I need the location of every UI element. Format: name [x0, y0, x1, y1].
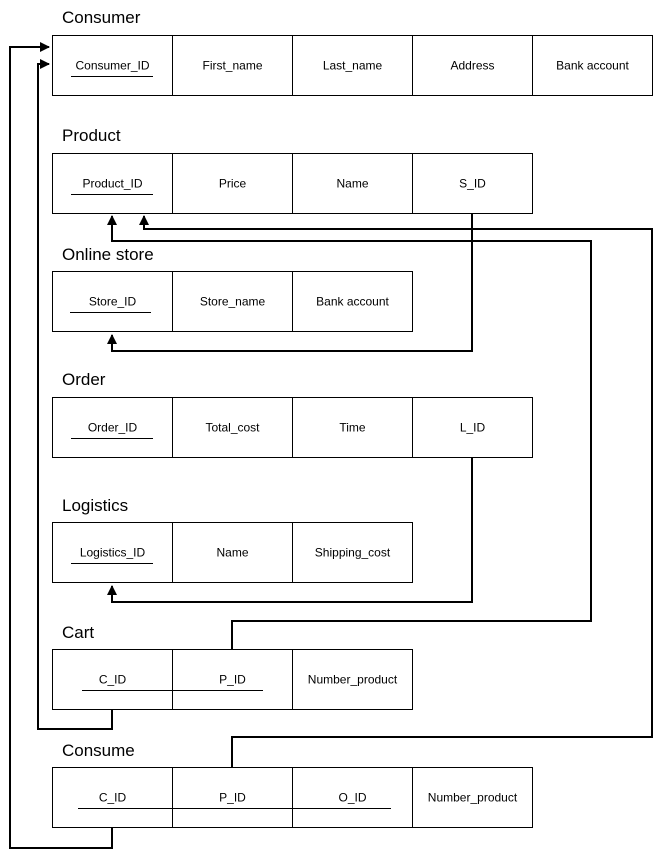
cell-consumer-consumer-id — [52, 35, 173, 96]
cell-logistics-name — [172, 522, 293, 583]
column-consume-number-product: Number_product — [428, 791, 518, 805]
cell-consumer-address — [412, 35, 533, 96]
column-online-store-store-name: Store_name — [200, 295, 266, 309]
column-order-order-id: Order_ID — [88, 421, 138, 435]
connector-cart-cid-to-consumer-id — [37, 59, 113, 730]
connector-cart-pid-to-product-id — [107, 215, 592, 649]
connectors — [9, 42, 653, 849]
cell-consumer-first-name — [172, 35, 293, 96]
column-cart-p-id: P_ID — [219, 673, 246, 687]
cell-online-store-bank-account — [292, 271, 413, 332]
connector-order-lid-to-logistics-id — [107, 457, 473, 603]
column-product-product-id: Product_ID — [82, 177, 142, 191]
column-order-l-id: L_ID — [460, 421, 486, 435]
cell-consume-p-id — [172, 767, 293, 828]
table-title-product: Product — [62, 126, 121, 145]
table-title-cart: Cart — [62, 623, 94, 642]
cell-order-l-id — [412, 397, 533, 458]
column-consume-c-id: C_ID — [99, 791, 127, 805]
table-title-online-store: Online store — [62, 245, 154, 264]
column-consumer-bank-account: Bank account — [556, 59, 629, 73]
table-title-order: Order — [62, 370, 106, 389]
column-product-price: Price — [219, 177, 247, 191]
cell-cart-c-id — [52, 649, 173, 710]
cell-order-time — [292, 397, 413, 458]
cell-product-name — [292, 153, 413, 214]
column-online-store-bank-account: Bank account — [316, 295, 389, 309]
column-order-total-cost: Total_cost — [205, 421, 260, 435]
column-product-s-id: S_ID — [459, 177, 486, 191]
column-consume-p-id: P_ID — [219, 791, 246, 805]
cell-order-order-id — [52, 397, 173, 458]
cell-online-store-store-name — [172, 271, 293, 332]
cell-consume-c-id — [52, 767, 173, 828]
table-title-consumer: Consumer — [62, 8, 141, 27]
cell-cart-number-product — [292, 649, 413, 710]
connector-product-sid-to-store-id — [107, 213, 473, 352]
cell-online-store-store-id — [52, 271, 173, 332]
column-cart-number-product: Number_product — [308, 673, 398, 687]
column-logistics-logistics-id: Logistics_ID — [80, 546, 146, 560]
column-online-store-store-id: Store_ID — [89, 295, 137, 309]
column-consume-o-id: O_ID — [338, 791, 366, 805]
connector-consume-cid-to-consumer-id — [9, 42, 113, 849]
column-consumer-address: Address — [450, 59, 494, 73]
column-consumer-consumer-id: Consumer_ID — [75, 59, 149, 73]
column-consumer-first-name: First_name — [202, 59, 262, 73]
cell-product-s-id — [412, 153, 533, 214]
cell-order-total-cost — [172, 397, 293, 458]
cell-consume-o-id — [292, 767, 413, 828]
table-title-consume: Consume — [62, 741, 135, 760]
column-consumer-last-name: Last_name — [323, 59, 383, 73]
column-order-time: Time — [339, 421, 366, 435]
connector-consume-pid-to-product-id — [139, 215, 653, 767]
cell-consume-number-product — [412, 767, 533, 828]
cell-consumer-last-name — [292, 35, 413, 96]
cell-product-product-id — [52, 153, 173, 214]
column-cart-c-id: C_ID — [99, 673, 127, 687]
table-title-logistics: Logistics — [62, 496, 128, 515]
column-product-name: Name — [336, 177, 368, 191]
cell-consumer-bank-account — [532, 35, 653, 96]
cell-logistics-shipping-cost — [292, 522, 413, 583]
cell-cart-p-id — [172, 649, 293, 710]
column-logistics-shipping-cost: Shipping_cost — [315, 546, 391, 560]
column-logistics-name: Name — [216, 546, 248, 560]
